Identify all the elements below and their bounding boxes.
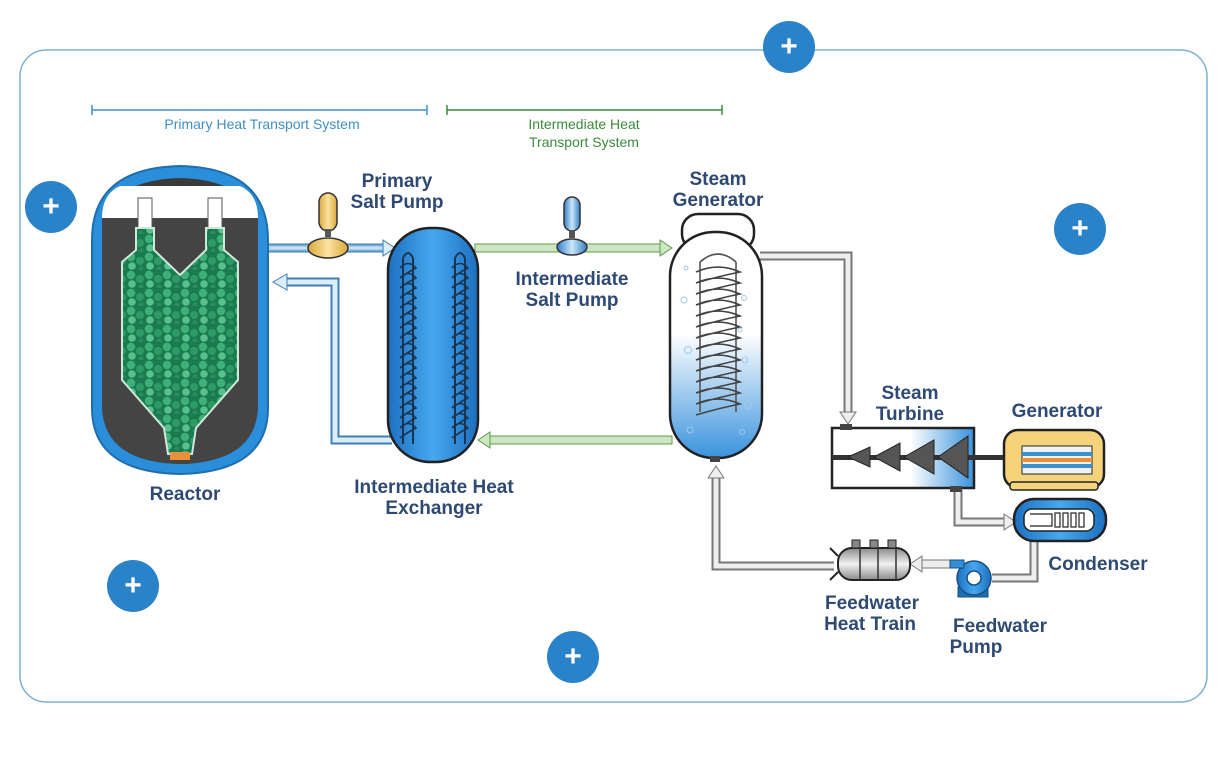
- steam-gen-label-2: Generator: [673, 190, 764, 211]
- pebble-bed: [121, 227, 239, 455]
- primary-pump-label-2: Salt Pump: [351, 192, 444, 213]
- intermediate-system-bracket: Intermediate Heat Transport System: [446, 105, 723, 150]
- generator-label: Generator: [1012, 401, 1103, 422]
- steam-generator: [668, 212, 764, 462]
- condenser: [1012, 497, 1108, 543]
- steam-line-pipe: [760, 251, 857, 425]
- feedwater-heat-train: [829, 539, 911, 581]
- plus-icon: +: [124, 569, 142, 602]
- plus-icon: +: [780, 30, 798, 63]
- hotspot-bottom[interactable]: +: [547, 631, 599, 683]
- plus-icon: +: [1071, 212, 1089, 245]
- ihx-label-1: Intermediate Heat: [354, 477, 514, 498]
- diagram-frame: [19, 49, 1208, 703]
- primary-salt-pump: [307, 192, 349, 259]
- feedwater-pipe-2: [707, 465, 834, 571]
- hotspot-top[interactable]: +: [763, 21, 815, 73]
- hotspot-reactor[interactable]: +: [25, 181, 77, 233]
- fw-heat-label-1: Feedwater: [825, 593, 920, 614]
- feedwater-pump: [949, 559, 992, 598]
- intermediate-cold-leg-pipe: [477, 431, 673, 449]
- condensate-pipe: [992, 540, 1039, 583]
- steam-turbine: [830, 424, 1004, 492]
- intermediate-system-label-line1: Intermediate Heat: [528, 116, 639, 132]
- plus-icon: +: [42, 190, 60, 223]
- turbine-label-2: Turbine: [876, 404, 944, 425]
- steam-gen-label-1: Steam: [689, 169, 746, 190]
- exhaust-pipe: [953, 490, 1017, 531]
- hotspot-right[interactable]: +: [1054, 203, 1106, 255]
- fw-pump-label-2: Pump: [950, 637, 1003, 658]
- turbine-label-1: Steam: [881, 383, 938, 404]
- plus-icon: +: [564, 640, 582, 673]
- reactor-label: Reactor: [150, 484, 221, 505]
- primary-pump-label-1: Primary: [362, 171, 433, 192]
- intermediate-system-label-line2: Transport System: [529, 134, 639, 150]
- reactor: [91, 164, 269, 476]
- heat-exchanger-coil: [399, 262, 418, 439]
- heat-exchanger-coil: [451, 262, 470, 439]
- fw-heat-label-2: Heat Train: [824, 614, 916, 635]
- generator: [1002, 428, 1106, 491]
- ihx-label-2: Exchanger: [385, 498, 483, 519]
- int-pump-label-1: Intermediate: [516, 269, 629, 290]
- intermediate-heat-exchanger: [386, 226, 480, 464]
- intermediate-salt-pump: [556, 196, 588, 256]
- int-pump-label-2: Salt Pump: [526, 290, 619, 311]
- hotspot-bottom-left[interactable]: +: [107, 560, 159, 612]
- fw-pump-label-1: Feedwater: [953, 616, 1048, 637]
- heat-exchanger-coil: [695, 266, 743, 416]
- primary-system-label: Primary Heat Transport System: [164, 116, 359, 132]
- primary-system-bracket: Primary Heat Transport System: [91, 105, 428, 132]
- condenser-label: Condenser: [1048, 554, 1148, 575]
- primary-cold-leg-pipe: [271, 273, 392, 445]
